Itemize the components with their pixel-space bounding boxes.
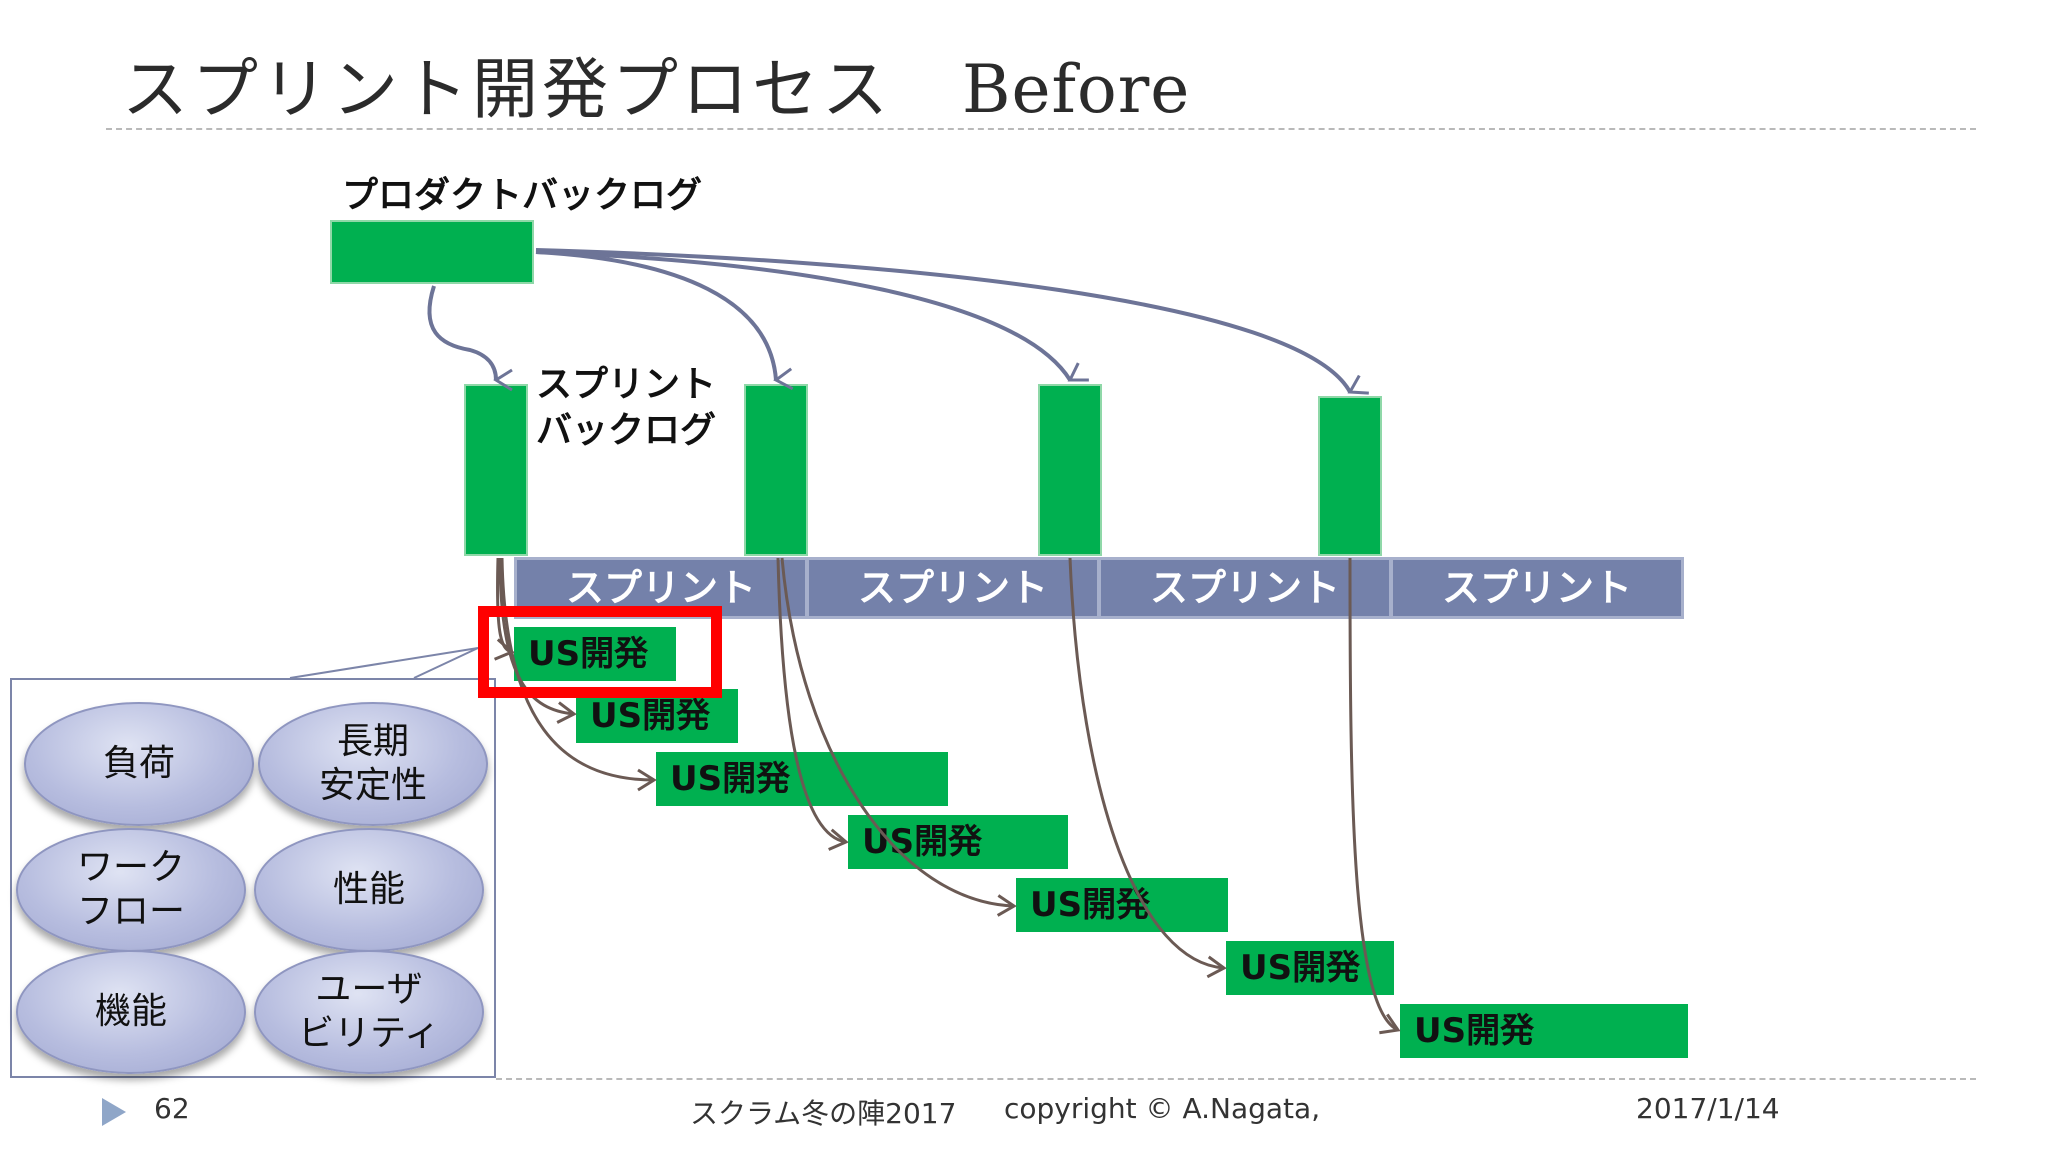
highlight-box xyxy=(478,606,722,698)
slide-title-jp: スプリント開発プロセス xyxy=(122,51,892,128)
sprint-bar-4: スプリント xyxy=(1390,557,1684,619)
us-task-1: US開発 xyxy=(514,627,676,681)
footer-event: スクラム冬の陣2017 xyxy=(690,1097,957,1130)
quality-item-load: 負荷 xyxy=(24,702,254,826)
quality-item-usability: ユーザ ビリティ xyxy=(254,950,484,1074)
quality-item-long-term-stability: 長期 安定性 xyxy=(258,702,488,826)
product-backlog-box xyxy=(330,220,534,284)
slide-title-en: Before xyxy=(962,51,1191,128)
play-icon xyxy=(102,1098,126,1126)
slide-title: スプリント開発プロセス Before xyxy=(122,36,1190,132)
arrow-sb2-to-us4 xyxy=(776,557,849,851)
us-task-5: US開発 xyxy=(1016,878,1228,932)
arrow-pb-to-sb-1 xyxy=(427,285,513,392)
title-separator xyxy=(106,128,1976,130)
sprint-bar-2: スプリント xyxy=(806,557,1100,619)
sprint-backlog-column-4 xyxy=(1318,396,1382,556)
quality-item-function: 機能 xyxy=(16,950,246,1074)
arrow-pb-to-sb-4 xyxy=(535,248,1369,395)
quality-panel: 負荷 長期 安定性 ワーク フロー 性能 機能 ユーザ ビリティ xyxy=(10,678,496,1078)
arrow-pb-to-sb-3 xyxy=(535,250,1089,382)
sprint-bar-3: スプリント xyxy=(1098,557,1392,619)
sprint-backlog-label-line2: バックログ xyxy=(536,410,717,451)
sprint-backlog-column-3 xyxy=(1038,384,1102,556)
arrow-sb2-to-us5 xyxy=(780,557,1017,917)
arrow-pb-to-sb-2 xyxy=(535,250,794,391)
us-task-2: US開発 xyxy=(576,689,738,743)
arrow-sb4-to-us7 xyxy=(1348,557,1401,1035)
sprint-backlog-label: スプリント バックログ xyxy=(536,362,716,454)
callout-pointer xyxy=(289,647,479,679)
sprint-backlog-label-line1: スプリント xyxy=(536,364,717,405)
footer-date: 2017/1/14 xyxy=(1636,1092,1780,1125)
footer-separator xyxy=(496,1078,1976,1080)
quality-item-workflow: ワーク フロー xyxy=(16,828,246,952)
page-number: 62 xyxy=(154,1092,190,1125)
quality-item-performance: 性能 xyxy=(254,828,484,952)
sprint-backlog-column-2 xyxy=(744,384,808,556)
us-task-7: US開発 xyxy=(1400,1004,1688,1058)
product-backlog-label: プロダクトバックログ xyxy=(342,175,703,216)
footer-copyright: copyright © A.Nagata, xyxy=(1004,1092,1321,1125)
arrow-sb3-to-us6 xyxy=(1068,557,1227,979)
us-task-4: US開発 xyxy=(848,815,1068,869)
